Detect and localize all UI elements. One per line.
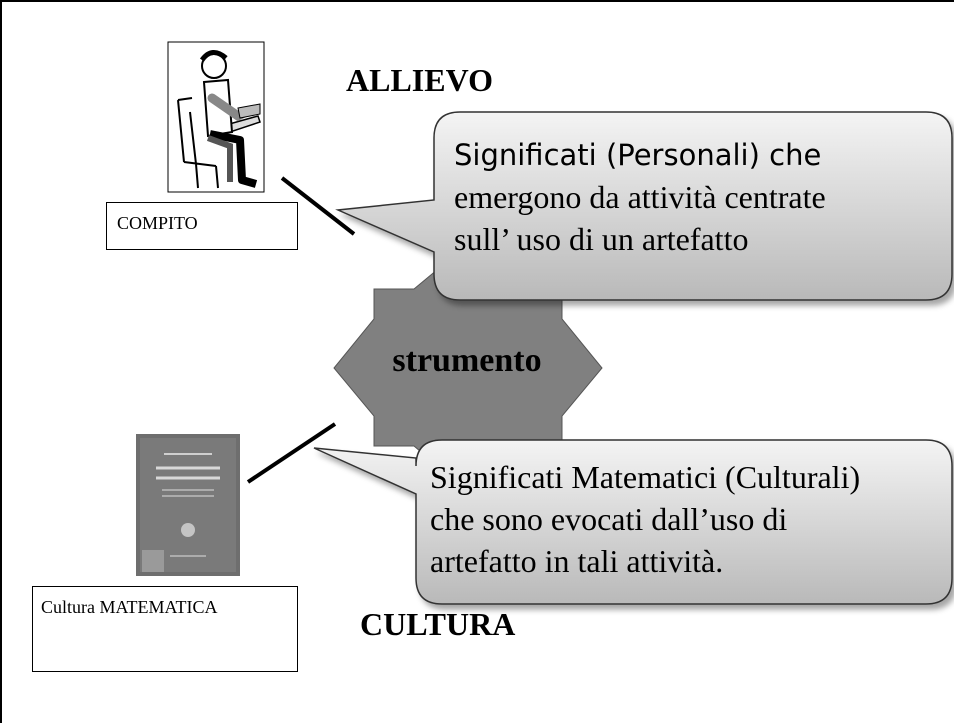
- connector-line-top: [280, 176, 356, 236]
- heading-allievo: ALLIEVO: [346, 62, 493, 98]
- connector-line-bottom: [246, 422, 337, 484]
- callout-mathematical-bubble: [313, 439, 953, 605]
- callout-mathematical-line-2: che sono evocati dall’uso di: [430, 501, 788, 537]
- student-illustration: [167, 41, 265, 193]
- callout-mathematical-line-3: artefatto in tali attività.: [430, 543, 724, 579]
- heading-cultura: CULTURA: [360, 606, 516, 642]
- callout-mathematical-line-1: Significati Matematici (Culturali): [430, 459, 861, 495]
- callout-personal-bubble: [335, 111, 953, 301]
- callout-mathematical-text: Significati Matematici (Culturali) che s…: [430, 456, 860, 582]
- label-cultura-matematica: Cultura MATEMATICA: [32, 586, 298, 672]
- callout-personal-line-1: Significati (Personali) che: [454, 138, 822, 172]
- strumento-label: strumento: [392, 342, 542, 379]
- label-compito: COMPITO: [106, 202, 298, 250]
- callout-personal-line-2: emergono da attività centrate: [454, 179, 826, 215]
- callout-personal-text: Significati (Personali) che emergono da …: [454, 134, 826, 260]
- book-illustration: [136, 434, 240, 576]
- callout-personal-line-3: sull’ uso di un artefatto: [454, 221, 749, 257]
